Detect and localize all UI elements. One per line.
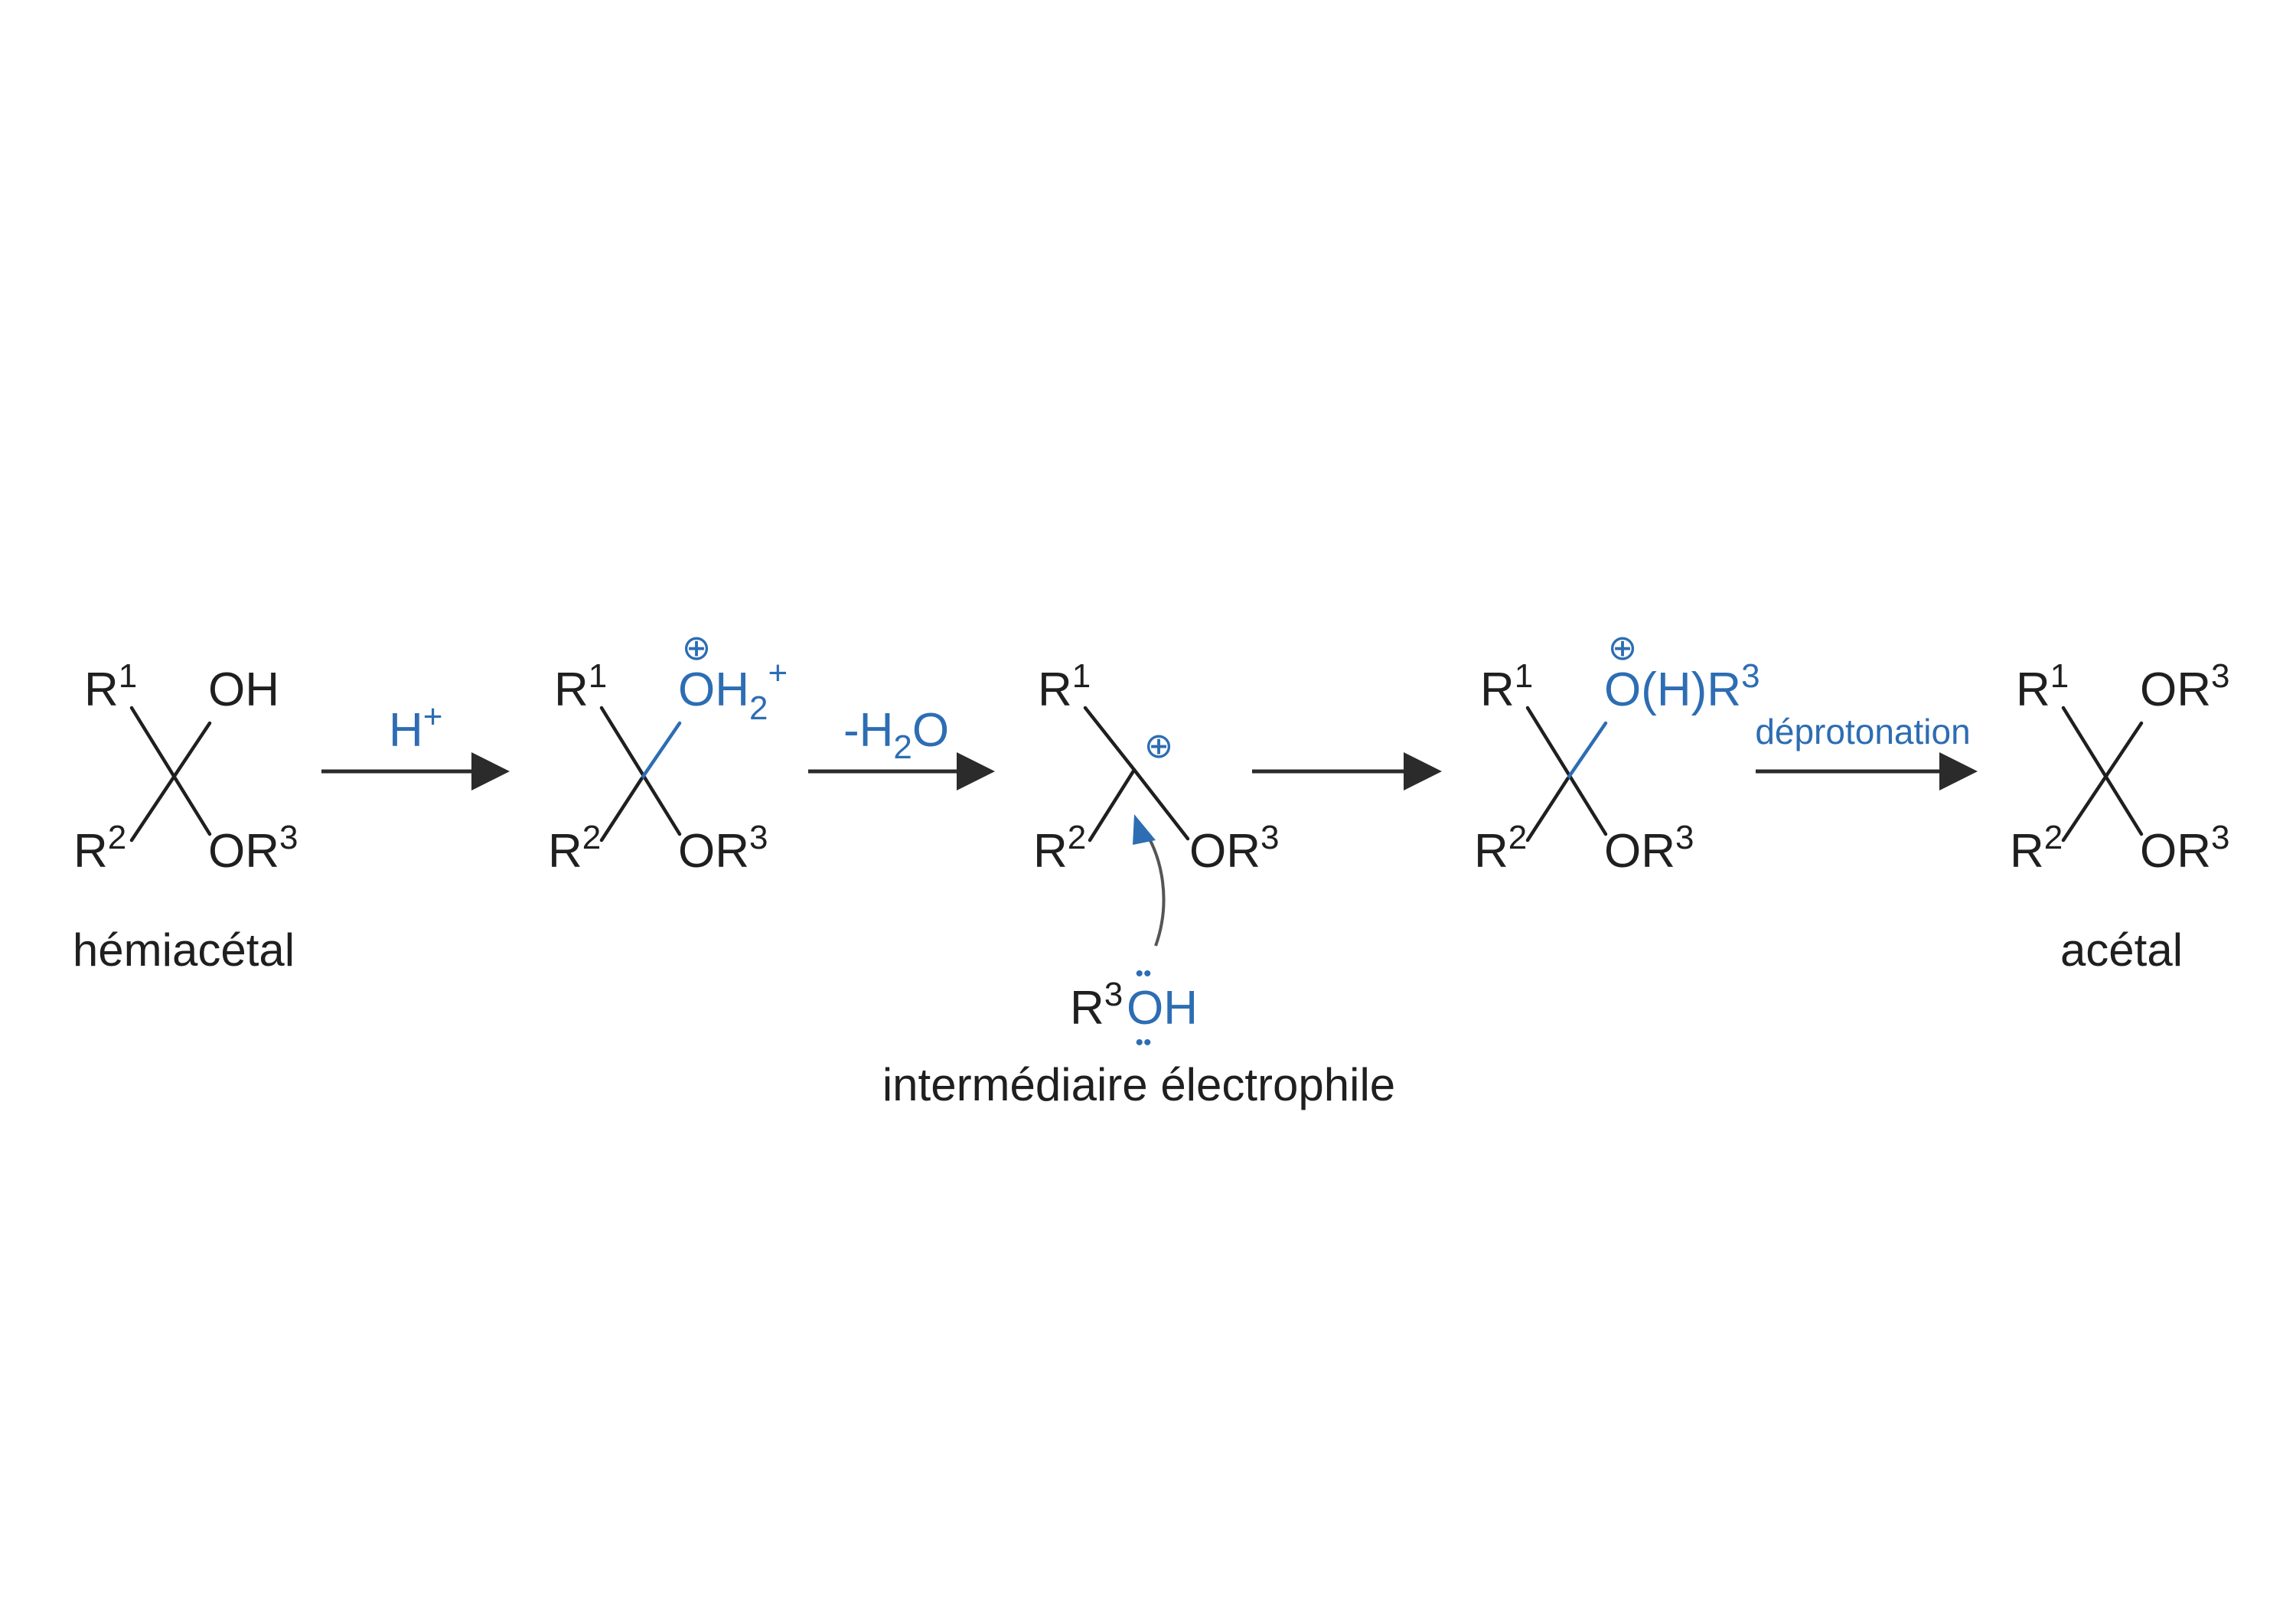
nucleophile-oh: OH	[1127, 982, 1198, 1035]
bond-r2	[1088, 768, 1137, 843]
plus-circle-icon: ⊕	[1608, 627, 1638, 667]
step-1: H+	[321, 698, 510, 790]
lone-pair-icon: ••	[1135, 961, 1151, 986]
bond-oxonium	[1565, 721, 1608, 781]
bond-or3-r2	[2061, 721, 2144, 843]
atom-o-h-r3: O(H)R3	[1604, 657, 1760, 716]
bond-r1	[1083, 706, 1137, 772]
atom-oh: OH	[208, 663, 279, 716]
atom-oh2: OH2+	[678, 654, 788, 727]
atom-or3: OR3	[1189, 819, 1279, 878]
protonated-hemiacetal: R1 ⊕ OH2+ R2 OR3	[548, 627, 788, 878]
bond-oxonium	[639, 721, 682, 781]
label-intermediate: intermédiaire électrophile	[882, 1059, 1395, 1110]
bond-oh-or3	[129, 721, 212, 843]
bond-or3	[599, 777, 644, 843]
bond-or3	[1132, 768, 1190, 841]
plus-circle-icon: ⊕	[682, 627, 712, 667]
bond-r1-r2	[599, 706, 682, 836]
atom-or3: OR3	[1604, 819, 1694, 878]
electrophilic-intermediate: R1 ⊕ R2 OR3 R3 OH •• •• intermédiaire él…	[882, 657, 1395, 1110]
atom-or3-top: OR3	[2140, 657, 2229, 716]
atom-r2: R2	[2010, 819, 2063, 878]
atom-r1: R1	[1480, 657, 1533, 716]
atom-r2: R2	[1033, 819, 1086, 878]
atom-r1: R1	[2016, 657, 2069, 716]
step-4: déprotonation	[1755, 712, 1978, 790]
bond-r1-r2	[1525, 706, 1608, 836]
atom-r1: R1	[84, 657, 137, 716]
atom-r2: R2	[548, 819, 601, 878]
arrow-head-icon	[1133, 814, 1156, 845]
label-acetal: acétal	[2060, 924, 2183, 976]
atom-or3: OR3	[678, 819, 768, 878]
atom-r2: R2	[1474, 819, 1527, 878]
atom-r1: R1	[554, 657, 607, 716]
hemiacetal-structure: R1 OH R2 OR3 hémiacétal	[73, 657, 298, 976]
label-hemiacetal: hémiacétal	[73, 924, 295, 976]
curved-attack-arrow	[1140, 825, 1166, 947]
atom-r2: R2	[73, 819, 126, 878]
atom-r1: R1	[1038, 657, 1091, 716]
atom-or3: OR3	[208, 819, 298, 878]
step-2: -H2O	[808, 704, 995, 790]
nucleophile-r3: R3	[1070, 976, 1123, 1035]
reagent-proton: H+	[389, 698, 442, 757]
bond-r1-or3	[2061, 706, 2144, 836]
reagent-deprotonation: déprotonation	[1755, 712, 1970, 751]
atom-or3-bottom: OR3	[2140, 819, 2229, 878]
bond-r1-r2	[129, 706, 212, 836]
reagent-minus-water: -H2O	[843, 704, 949, 766]
bond-or3	[1525, 777, 1570, 843]
plus-circle-icon: ⊕	[1144, 725, 1174, 765]
lone-pair-icon: ••	[1135, 1030, 1151, 1055]
protonated-acetal: R1 ⊕ O(H)R3 R2 OR3	[1474, 627, 1760, 878]
acetal-structure: R1 OR3 R2 OR3 acétal	[2010, 657, 2229, 976]
